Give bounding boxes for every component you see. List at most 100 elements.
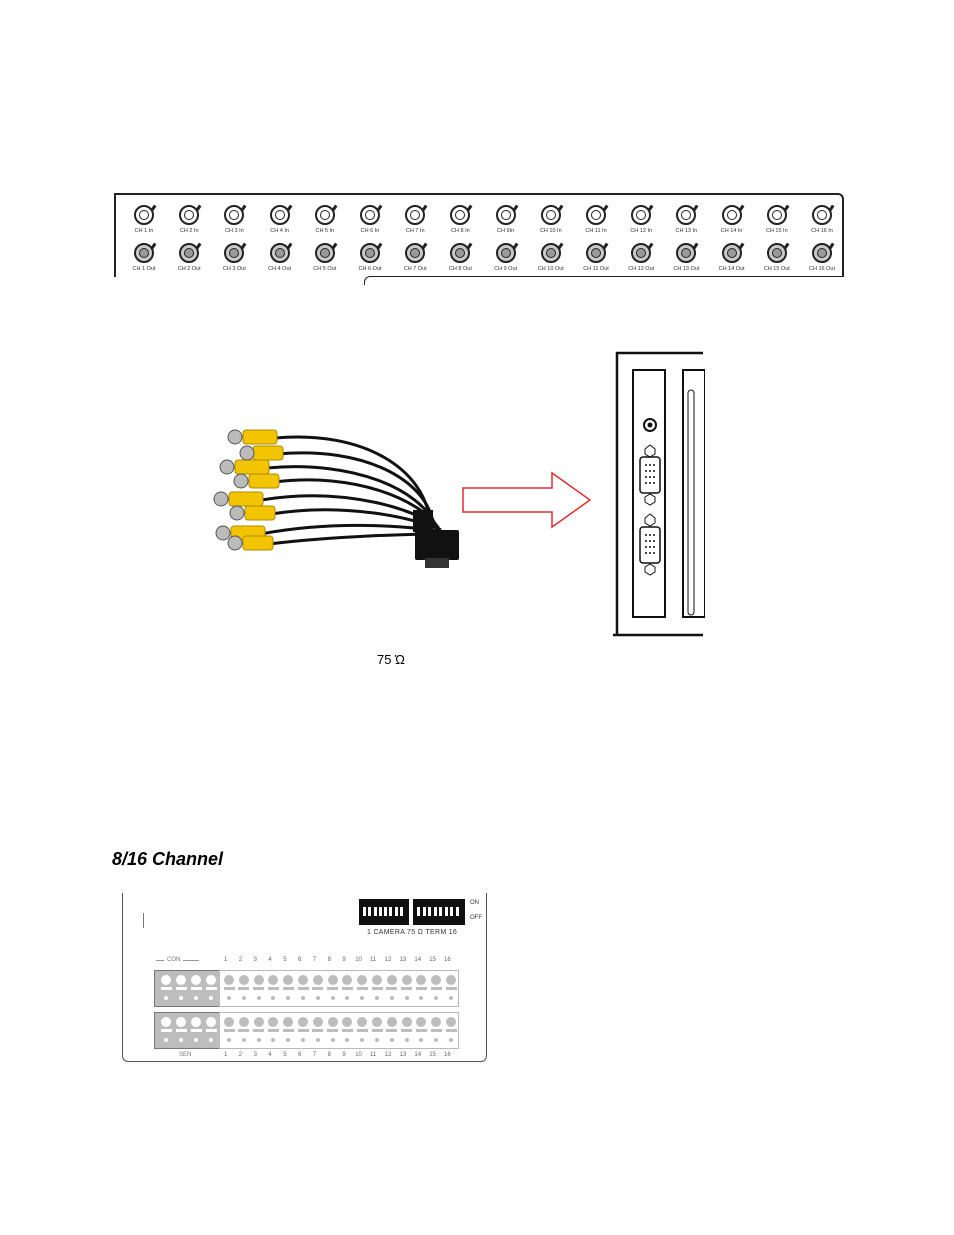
- terminal-screw: [431, 1017, 442, 1027]
- terminal-screw: [283, 975, 294, 985]
- dip-lever[interactable]: [399, 907, 403, 916]
- bnc-breakout-cable-illustration: [213, 429, 459, 568]
- terminal-dot: [345, 996, 350, 1000]
- bnc-label: CH 10 In: [539, 228, 562, 234]
- terminal-dot: [271, 996, 276, 1000]
- dip-switch-1-8[interactable]: [359, 899, 409, 925]
- channel-number: 14: [414, 1052, 422, 1058]
- terminal-dot: [194, 1038, 198, 1042]
- bnc-ch9-out: CH 9 Out: [484, 243, 528, 272]
- bnc-label: CH 13 In: [675, 228, 698, 234]
- sen-label: SEN: [179, 1052, 192, 1058]
- terminal-dot: [360, 1038, 365, 1042]
- channel-number: 16: [444, 1052, 451, 1058]
- dip-lever[interactable]: [455, 907, 459, 916]
- bnc-connector-icon: [676, 205, 697, 225]
- terminal-screw: [161, 1017, 171, 1027]
- dip-lever[interactable]: [433, 907, 437, 916]
- bnc-connector-icon: [405, 205, 426, 225]
- dip-lever[interactable]: [428, 907, 431, 916]
- dip-switch-9-16[interactable]: [413, 899, 465, 925]
- terminal-dot: [241, 1038, 246, 1042]
- terminal-dot: [419, 1038, 424, 1042]
- channel-number: 3: [253, 1052, 257, 1058]
- bnc-label: CH 8 Out: [448, 266, 472, 272]
- terminal-dot: [449, 1038, 453, 1042]
- bnc-connector-icon: [721, 205, 742, 225]
- terminal-screw: [416, 1017, 427, 1027]
- terminal-slot: [312, 987, 324, 990]
- bnc-label: CH 4 Out: [268, 266, 292, 272]
- channel-number: 14: [414, 957, 422, 963]
- channel-number: 4: [268, 1052, 272, 1058]
- terminal-slot: [190, 1029, 202, 1032]
- dip-on-label: ON: [470, 900, 479, 906]
- terminal-screw: [176, 975, 186, 985]
- dip-lever[interactable]: [384, 907, 387, 916]
- dip-lever[interactable]: [378, 907, 382, 916]
- channel-number: 15: [429, 957, 436, 963]
- dip-lever[interactable]: [394, 907, 398, 916]
- terminal-dot: [360, 996, 365, 1000]
- terminal-slot: [175, 1029, 187, 1032]
- terminal-screw: [206, 1017, 216, 1027]
- dip-lever[interactable]: [373, 907, 377, 916]
- dip-lever[interactable]: [450, 907, 453, 916]
- bnc-connector-icon: [495, 243, 516, 263]
- terminal-slot: [223, 987, 235, 990]
- dip-lever[interactable]: [422, 907, 426, 916]
- bnc-label: CH 16 Out: [809, 266, 835, 272]
- terminal-slot: [341, 1029, 353, 1032]
- terminal-slot: [267, 987, 279, 990]
- bnc-connector-icon: [721, 243, 742, 263]
- bnc-label: CH 14 Out: [718, 266, 745, 272]
- dip-lever[interactable]: [363, 907, 366, 916]
- terminal-screw: [327, 1017, 338, 1027]
- bnc-connector-icon: [586, 243, 606, 263]
- terminal-dot: [164, 996, 168, 1000]
- bnc-ch2-in: CH 2 In: [167, 205, 211, 234]
- channel-number: 5: [283, 957, 287, 963]
- bnc-connector-icon: [269, 205, 290, 225]
- terminal-dot: [164, 1038, 168, 1042]
- dip-lever[interactable]: [444, 907, 448, 916]
- panel-bracket: [364, 276, 843, 285]
- dip-lever[interactable]: [389, 907, 393, 916]
- terminal-dot: [241, 996, 246, 1000]
- terminal-screw: [372, 1017, 382, 1027]
- bnc-label: CH 2 In: [179, 228, 199, 234]
- terminal-screw: [327, 975, 338, 985]
- bnc-ch1-in: CH 1 In: [122, 205, 166, 234]
- terminal-screw: [446, 975, 456, 985]
- bnc-connector-icon: [134, 205, 154, 225]
- terminal-dot: [271, 1038, 276, 1042]
- terminal-dot: [256, 996, 261, 1000]
- terminal-dot: [434, 996, 439, 1000]
- channel-terminal-strip: [219, 970, 459, 1007]
- terminal-slot: [312, 1029, 324, 1032]
- terminal-dot: [389, 1038, 394, 1042]
- dip-lever[interactable]: [417, 907, 420, 916]
- terminal-dot: [194, 996, 198, 1000]
- terminal-dot: [419, 996, 424, 1000]
- bnc-connector-icon: [179, 205, 200, 225]
- channel-number: 12: [384, 1052, 392, 1058]
- bnc-label: CH 9In: [497, 228, 515, 234]
- terminal-slot: [386, 987, 398, 990]
- dip-lever[interactable]: [439, 907, 442, 916]
- bnc-ch14-in: CH 14 In: [710, 205, 754, 234]
- connection-arrow: [462, 471, 592, 529]
- bnc-label: CH 6 In: [360, 228, 380, 234]
- terminal-dot: [286, 1038, 291, 1042]
- bnc-connector-icon: [134, 243, 154, 263]
- terminal-screw: [253, 975, 264, 985]
- dip-lever[interactable]: [368, 907, 372, 916]
- impedance-label: 75 Ώ: [377, 652, 405, 667]
- bnc-label: CH 10 Out: [537, 266, 564, 272]
- terminal-screw: [298, 1017, 308, 1027]
- bnc-connector-icon: [450, 243, 471, 263]
- bnc-label: CH 6 Out: [358, 266, 382, 272]
- bnc-label: CH 15 Out: [763, 266, 790, 272]
- bnc-connector-icon: [586, 205, 606, 225]
